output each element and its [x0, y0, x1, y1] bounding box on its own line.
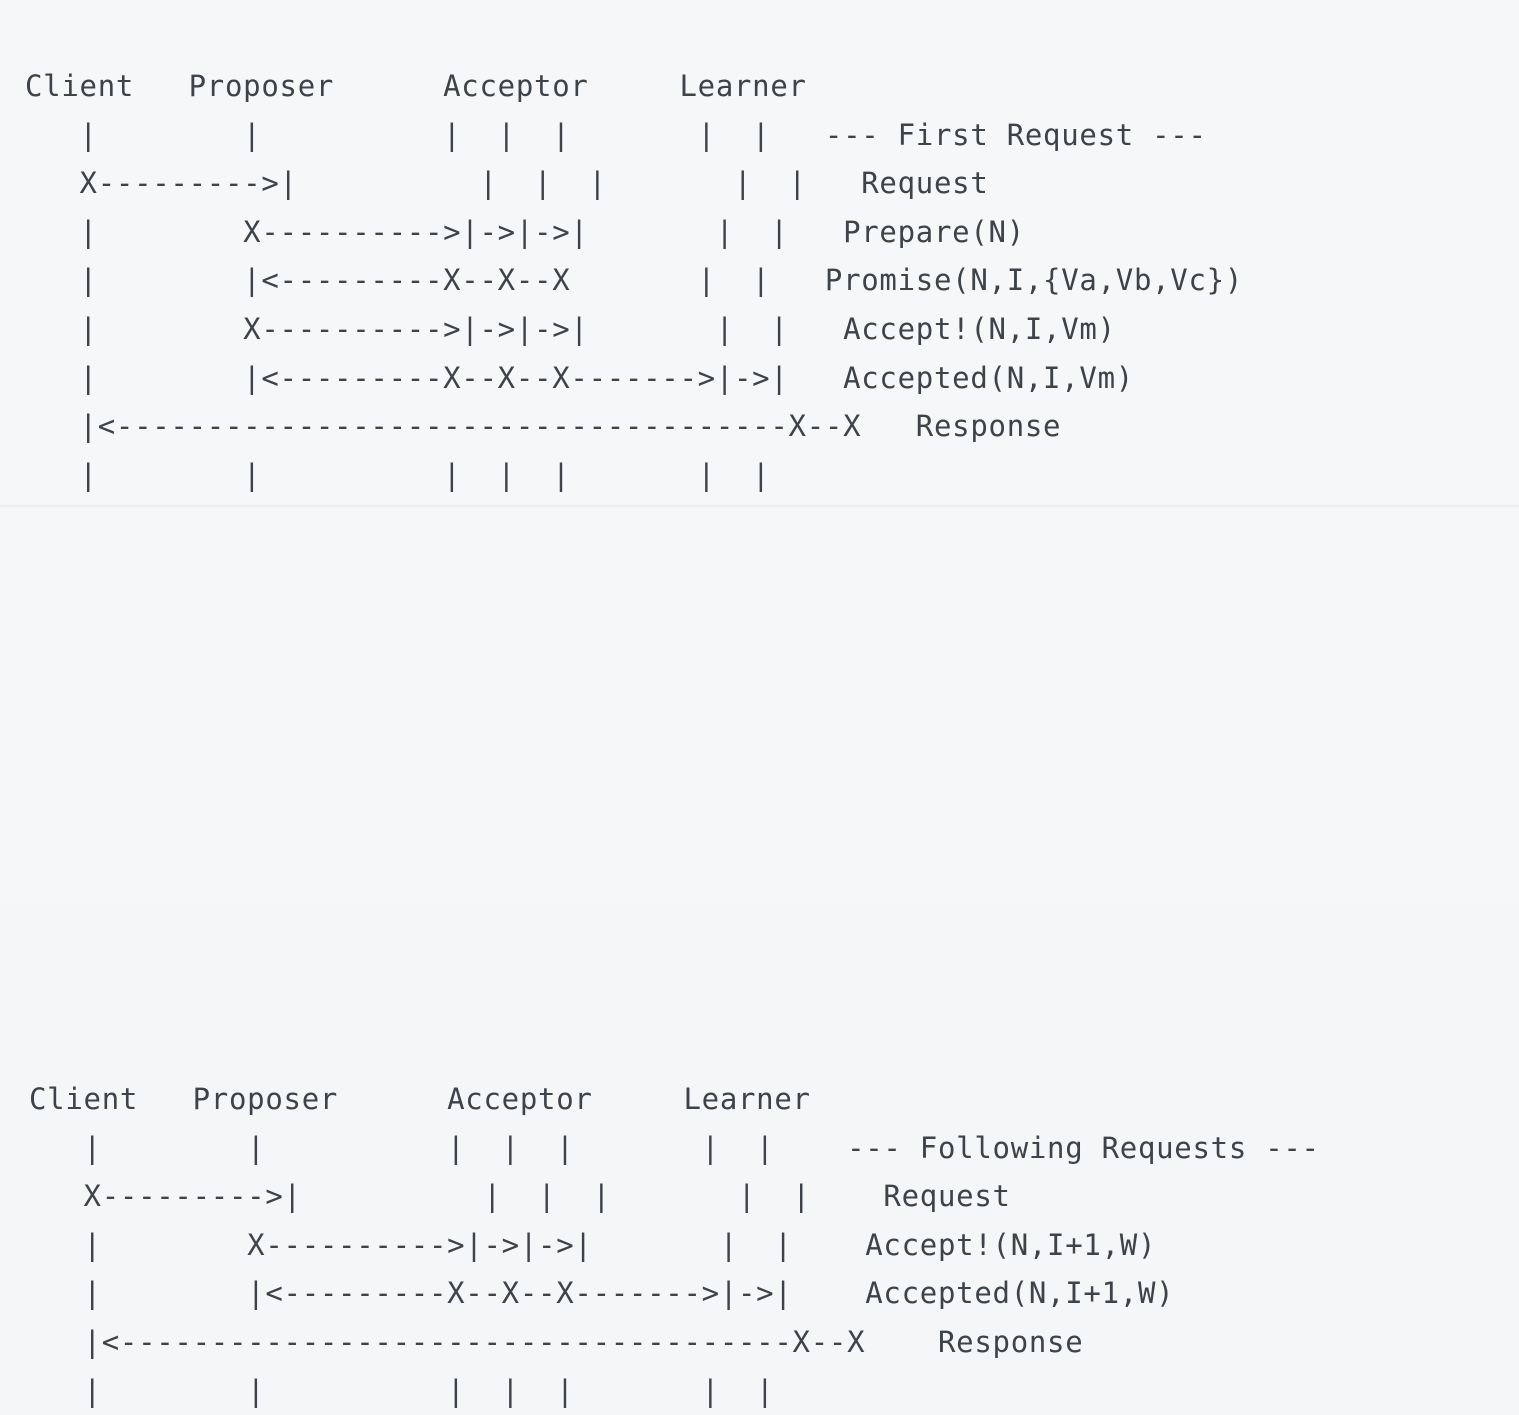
ascii-art-first-request: Client Proposer Acceptor Learner | | | |… [25, 69, 1244, 492]
panel-first-request: Client Proposer Acceptor Learner | | | |… [0, 0, 1519, 505]
panel-divider [0, 505, 1519, 507]
ascii-art-following-requests: Client Proposer Acceptor Learner | | | |… [29, 1082, 1320, 1408]
panel-following-requests: Client Proposer Acceptor Learner | | | |… [0, 507, 1519, 1408]
